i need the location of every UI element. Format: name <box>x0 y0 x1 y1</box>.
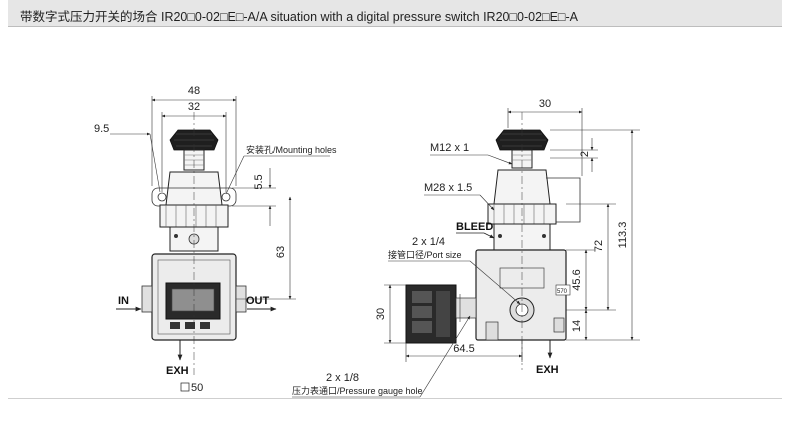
dim-48-label: 48 <box>188 85 200 97</box>
side-dim-30-label: 30 <box>539 98 551 110</box>
mounting-hole-left <box>157 192 167 202</box>
side-dim-45-6-label: 45.6 <box>571 269 583 290</box>
header-title: 带数字式压力开关的场合 IR20□0-02□E□-A/A situation w… <box>20 10 578 24</box>
side-exh-label: EXH <box>536 364 559 376</box>
port-2-1-4-label: 2 x 1/4 <box>412 236 445 248</box>
side-dim-30-left-label: 30 <box>375 308 387 320</box>
side-dim-14-label: 14 <box>571 320 583 332</box>
out-label: OUT <box>246 295 270 307</box>
display-button-2 <box>185 322 195 329</box>
m28-label: M28 x 1.5 <box>424 182 472 194</box>
side-dim-72-label: 72 <box>593 240 605 252</box>
mounting-hole-right <box>221 192 231 202</box>
dim-5-5-label: 5.5 <box>253 174 265 189</box>
display-button-1 <box>170 322 180 329</box>
dim-50-label: 50 <box>191 382 203 394</box>
side-bracket <box>546 177 581 223</box>
square-symbol <box>180 382 190 392</box>
header-bar: 带数字式压力开关的场合 IR20□0-02□E□-A/A situation w… <box>8 0 782 27</box>
front-view: 48 32 9.5 安装孔/Mounting holes 5.5 63 <box>94 85 337 394</box>
bottom-rule <box>8 398 782 399</box>
bleed-label: BLEED <box>456 221 493 233</box>
dim-63-label: 63 <box>275 246 287 258</box>
dim-9-5-label: 9.5 <box>94 123 109 135</box>
side-dim-113-3-label: 113.3 <box>617 222 629 249</box>
side-dim-2-label: 2 <box>579 151 591 157</box>
mounting-holes-label: 安装孔/Mounting holes <box>246 144 337 155</box>
dim-32-label: 32 <box>188 101 200 113</box>
side-view: 570 30 M12 x 1 M28 x 1.5 <box>292 98 640 398</box>
display-button-3 <box>200 322 210 329</box>
front-exh-label: EXH <box>166 365 189 377</box>
side-dim-64-5-label: 64.5 <box>453 343 474 355</box>
display-screen <box>171 288 215 312</box>
m12-label: M12 x 1 <box>430 142 469 154</box>
in-label: IN <box>118 295 129 307</box>
side-tag <box>555 284 571 296</box>
gauge-2-1-8-label: 2 x 1/8 <box>326 372 359 384</box>
gauge-hole-label: 压力表通口/Pressure gauge hole <box>292 385 423 396</box>
port-size-label: 接管口径/Port size <box>388 249 462 260</box>
side-tag-text: 570 <box>557 289 568 295</box>
